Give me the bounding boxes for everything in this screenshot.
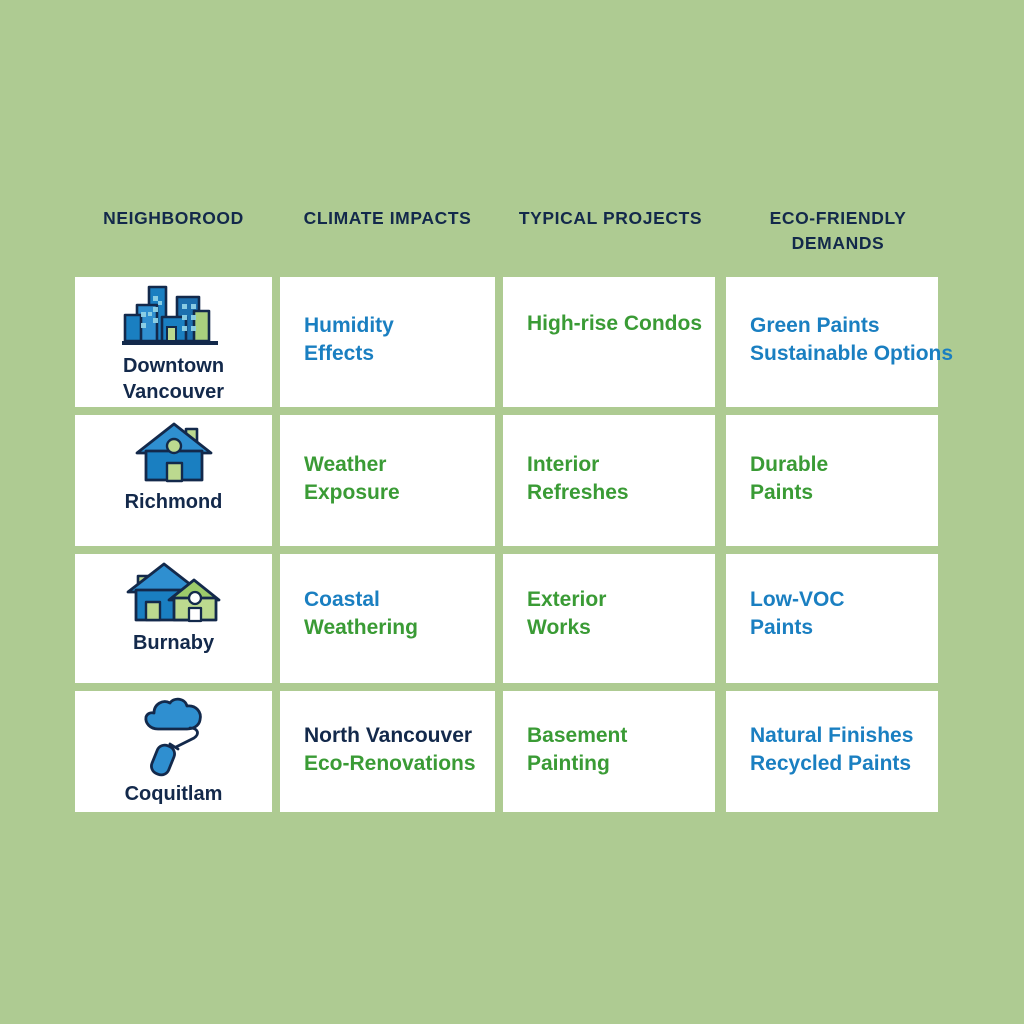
- climate-impact-cell: Weather Exposure: [280, 415, 495, 546]
- cell-text-line: Paints: [750, 481, 814, 504]
- cell-text-line: Green Paints: [750, 314, 880, 337]
- comparison-grid: Downtown Vancouver Humidity Effects High…: [75, 277, 953, 812]
- climate-impact-cell: Coastal Weathering: [280, 554, 495, 683]
- table-row: Downtown Vancouver: [75, 277, 272, 407]
- paint-roller-cloud-icon: [132, 697, 216, 779]
- cell-text-line: Exterior: [527, 588, 607, 611]
- cell-text-line: Coastal: [304, 588, 380, 611]
- cell-text-line: Weathering: [304, 616, 418, 639]
- cell-text-line: Sustainable Options: [750, 342, 954, 365]
- eco-demand-cell: Natural Finishes Recycled Paints: [726, 691, 938, 812]
- climate-impact-cell: North Vancouver Eco-Renovations: [280, 691, 495, 812]
- cell-text-line: Humidity: [304, 314, 394, 337]
- cell-text-line: North Vancouver: [304, 724, 473, 747]
- climate-impact-cell: Humidity Effects: [280, 277, 495, 407]
- house-icon: [131, 421, 217, 483]
- neighborhood-label: Coquitlam: [124, 783, 223, 805]
- typical-project-cell: Basement Painting: [503, 691, 715, 812]
- cell-text-line: Low-VOC: [750, 588, 845, 611]
- city-skyline-icon: [121, 283, 226, 349]
- cell-text-line: Paints: [750, 616, 814, 639]
- cell-text-line: Eco-Renovations: [304, 752, 476, 775]
- typical-project-cell: Interior Refreshes: [503, 415, 715, 546]
- cell-text-line: Effects: [304, 342, 375, 365]
- table-row: Richmond: [75, 415, 272, 546]
- cell-text-line: Exposure: [304, 481, 400, 504]
- column-header-neighborhood: NEIGHBOROOD: [103, 208, 244, 228]
- duplex-house-icon: [126, 560, 222, 624]
- table-row: Burnaby: [75, 554, 272, 683]
- cell-text-line: Painting: [527, 752, 610, 775]
- cell-text-line: High-rise Condos: [527, 312, 703, 335]
- column-header-climate-impacts: CLIMATE IMPACTS: [303, 208, 472, 228]
- typical-project-cell: Exterior Works: [503, 554, 715, 683]
- eco-demand-cell: Green Paints Sustainable Options: [726, 277, 953, 407]
- column-header-eco-friendly-demands: ECO-FRIENDLY DEMANDS: [769, 208, 907, 253]
- cell-text-line: Works: [527, 616, 591, 639]
- cell-text-line: Natural Finishes: [750, 724, 914, 747]
- cell-text-line: Durable: [750, 453, 829, 476]
- cell-text-line: Interior: [527, 453, 600, 476]
- eco-demand-cell: Durable Paints: [726, 415, 938, 546]
- cell-text-line: Refreshes: [527, 481, 629, 504]
- table-row: Coquitlam: [75, 691, 272, 812]
- column-header-typical-projects: TYPICAL PROJECTS: [518, 208, 703, 228]
- neighborhood-label: Downtown Vancouver: [122, 355, 225, 403]
- typical-project-cell: High-rise Condos: [503, 277, 715, 407]
- cell-text-line: Basement: [527, 724, 628, 747]
- cell-text-line: Recycled Paints: [750, 752, 912, 775]
- column-header-row: NEIGHBOROOD CLIMATE IMPACTS TYPICAL PROJ…: [75, 206, 950, 268]
- neighborhood-label: Burnaby: [132, 632, 215, 654]
- cell-text-line: Weather: [304, 453, 387, 476]
- eco-demand-cell: Low-VOC Paints: [726, 554, 938, 683]
- neighborhood-label: Richmond: [124, 491, 223, 513]
